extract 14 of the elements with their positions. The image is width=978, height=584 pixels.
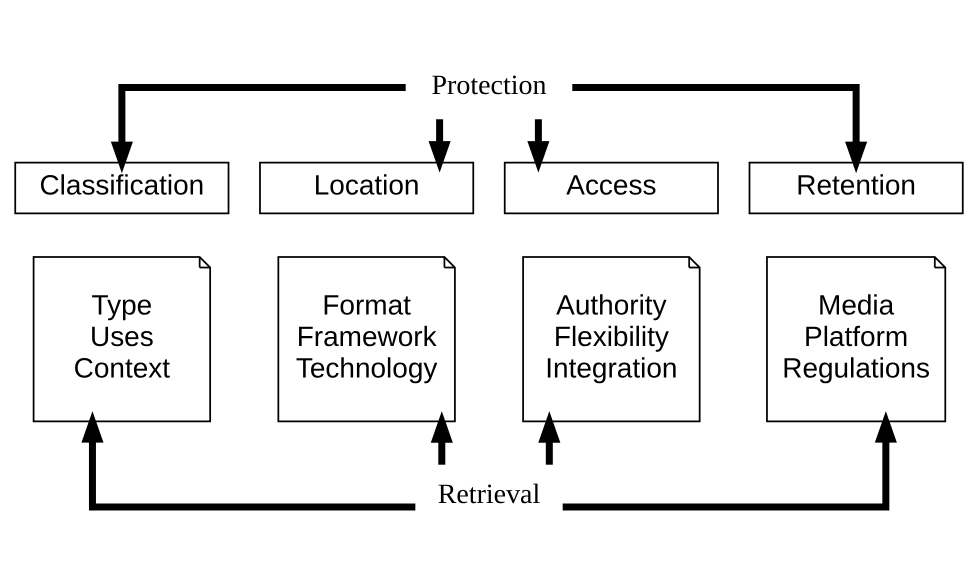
arrow bbox=[110, 84, 406, 174]
arrow bbox=[428, 119, 451, 173]
node-text: Protection bbox=[432, 70, 546, 102]
arrow bbox=[81, 411, 416, 511]
arrow bbox=[572, 84, 868, 174]
node-box: Retention bbox=[748, 162, 964, 214]
arrow bbox=[562, 411, 897, 511]
arrow bbox=[527, 119, 550, 173]
node-text: Retrieval bbox=[438, 479, 540, 510]
arrow bbox=[538, 411, 560, 465]
node-box: Classification bbox=[14, 162, 230, 214]
arrow bbox=[430, 411, 453, 465]
node-box: Location bbox=[259, 162, 474, 214]
node-box: Access bbox=[504, 162, 719, 214]
